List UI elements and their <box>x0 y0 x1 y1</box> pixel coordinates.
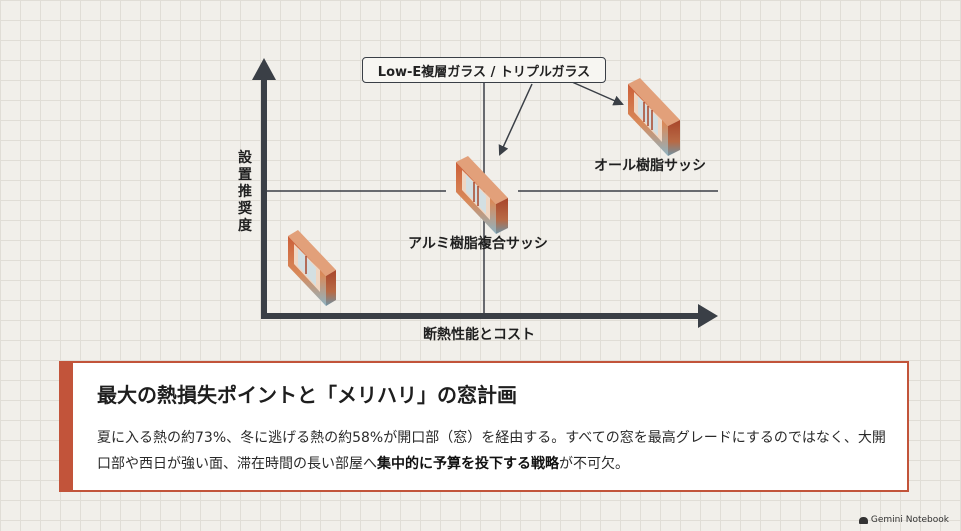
label-resin-sash: オール樹脂サッシ <box>594 158 706 174</box>
summary-title: 最大の熱損失ポイントと「メリハリ」の窓計画 <box>97 383 517 407</box>
summary-body-part1: 夏に入る熱の約73%、冬に逃げる熱の約58%が開口部（窓）を経由する。すべての窓… <box>97 430 886 472</box>
callout-arrow-resin <box>571 81 624 106</box>
window-icon-resin <box>628 78 680 156</box>
summary-body: 夏に入る熱の約73%、冬に逃げる熱の約58%が開口部（窓）を経由する。すべての窓… <box>97 425 897 477</box>
summary-card: 最大の熱損失ポイントと「メリハリ」の窓計画 夏に入る熱の約73%、冬に逃げる熱の… <box>59 361 909 492</box>
summary-body-part2: が不可欠。 <box>559 456 629 472</box>
callout-arrow-hybrid <box>498 83 533 156</box>
x-axis-label: 断熱性能とコスト <box>423 327 535 343</box>
notebook-logo-icon <box>858 516 868 524</box>
summary-body-emphasis: 集中的に予算を投下する戦略 <box>377 456 559 472</box>
window-icon-aluminum <box>288 230 336 306</box>
y-axis-arrowhead <box>252 58 276 80</box>
y-axis-label: 設置推奨度 <box>238 150 252 234</box>
watermark: Gemini Notebook <box>858 515 949 525</box>
glass-callout-box: Low-E複層ガラス / トリプルガラス <box>362 57 606 83</box>
x-axis-arrowhead <box>698 304 718 328</box>
watermark-text: Gemini Notebook <box>870 515 949 525</box>
label-hybrid-sash: アルミ樹脂複合サッシ <box>408 236 548 252</box>
window-icon-hybrid <box>456 156 508 234</box>
glass-callout-text: Low-E複層ガラス / トリプルガラス <box>377 64 591 80</box>
